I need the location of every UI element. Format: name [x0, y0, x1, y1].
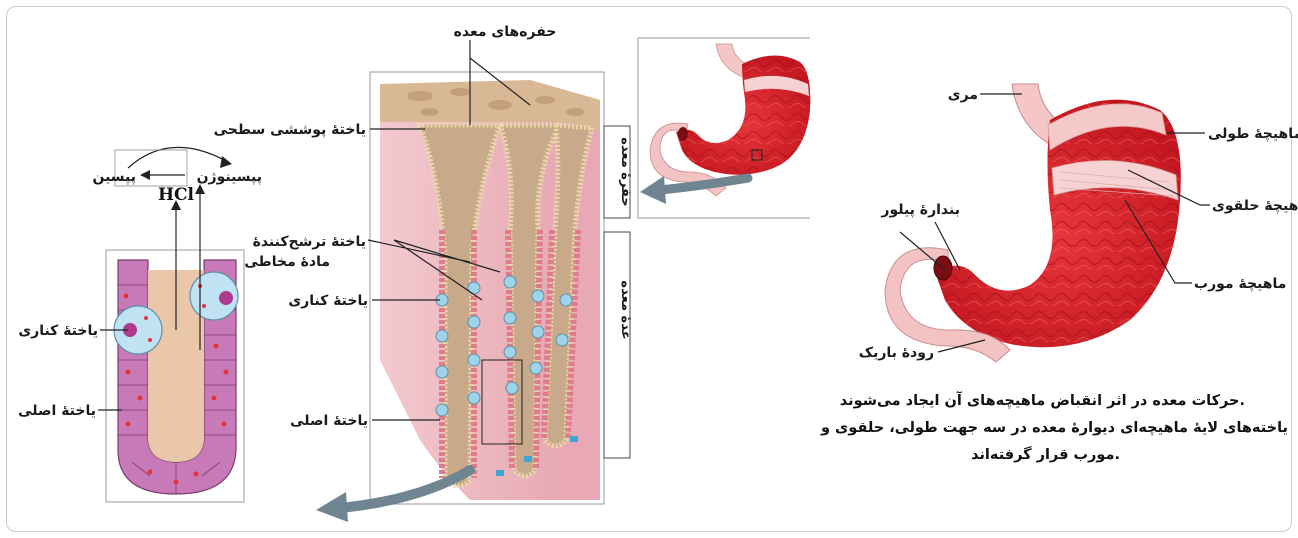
label-small-intestine: رودهٔ باریک — [859, 345, 934, 361]
stomach-inset — [638, 38, 810, 218]
label-circular-muscle: ماهیچهٔ حلقوی — [1212, 198, 1298, 214]
label-longitudinal-muscle: ماهیچهٔ طولی — [1208, 126, 1298, 142]
label-mucus-cell-1: یاختهٔ ترشح‌کنندهٔ — [253, 234, 366, 250]
label-gastric-pit-side: حفرهٔ معده — [618, 137, 633, 207]
label-surface-cell: یاختهٔ پوششی سطحی — [214, 122, 366, 138]
label-parietal-cell-wall: یاختهٔ کناری — [288, 293, 368, 309]
label-chief-cell-wall: یاختهٔ اصلی — [290, 413, 368, 429]
label-gastric-pits: حفره‌های معده — [454, 24, 557, 40]
label-mucus-cell-2: مادهٔ مخاطی — [244, 254, 330, 270]
label-pyloric-sphincter: بندارهٔ پیلور — [880, 202, 960, 218]
label-esophagus: مری — [948, 87, 978, 103]
side-brackets: حفرهٔ معده غدهٔ معده — [604, 126, 633, 458]
label-gastric-gland-side: غدهٔ معده — [618, 280, 633, 339]
caption-line-3: مورب قرار گرفته‌اند. — [971, 445, 1120, 463]
gland-detail — [106, 250, 244, 502]
label-pepsin: پپسین — [92, 169, 136, 185]
caption-line-1: حرکات معده در اثر انقباض ماهیچه‌های آن ا… — [840, 391, 1245, 409]
label-chief-cell-gland: یاختهٔ اصلی — [18, 403, 96, 419]
stomach-large — [885, 84, 1181, 362]
label-pepsinogen: پپسینوژن — [197, 169, 262, 185]
label-parietal-cell-gland: یاختهٔ کناری — [18, 323, 98, 339]
caption-line-2: یاخته‌های لایهٔ ماهیچه‌ای دیوارهٔ معده د… — [820, 420, 1288, 436]
label-oblique-muscle: ماهیچهٔ مورب — [1194, 276, 1286, 292]
arrow-wall-to-gland — [340, 470, 470, 508]
caption: حرکات معده در اثر انقباض ماهیچه‌های آن ا… — [820, 391, 1288, 463]
label-hcl: HCl — [158, 185, 195, 205]
